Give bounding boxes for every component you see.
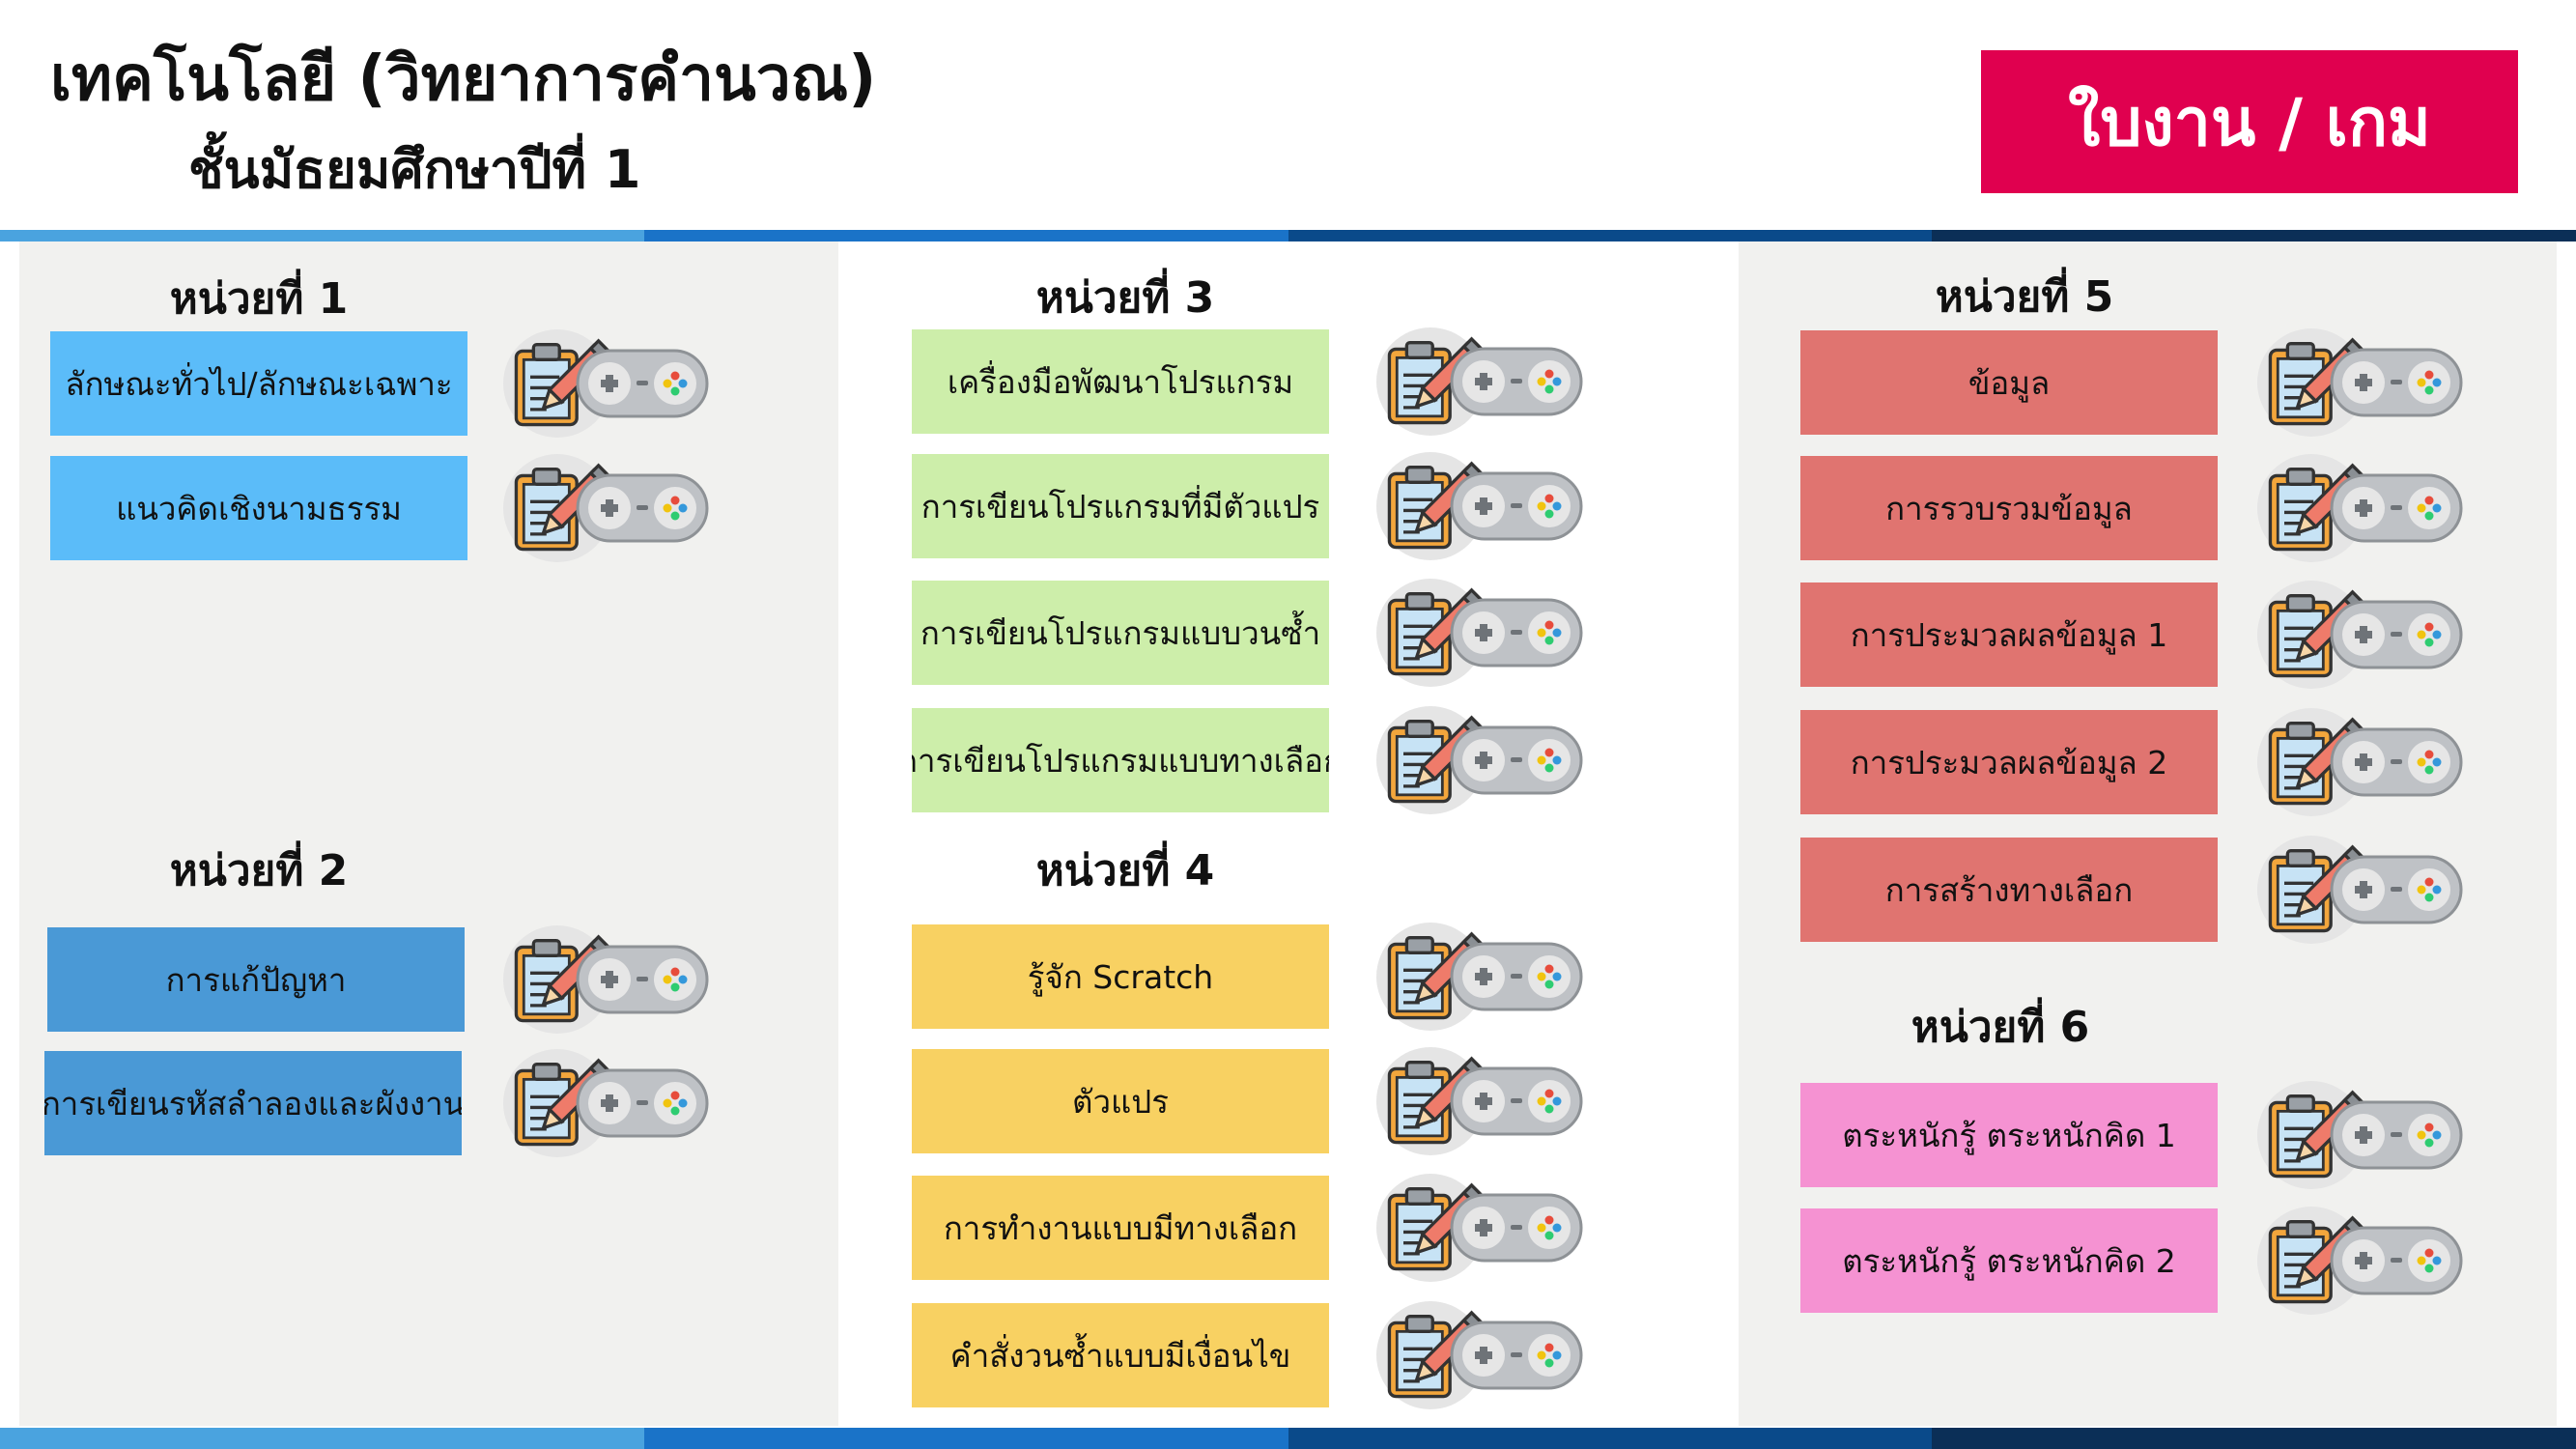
- unit-3-lesson-1[interactable]: เครื่องมือพัฒนาโปรแกรม: [912, 329, 1329, 434]
- gamepad-icon[interactable]: [2329, 1096, 2464, 1174]
- gamepad-icon[interactable]: [575, 345, 710, 422]
- unit-6-heading: หน่วยที่ 6: [1911, 1003, 2090, 1052]
- worksheet-icon[interactable]: [2257, 836, 2367, 944]
- unit-3-lesson-2[interactable]: การเขียนโปรแกรมที่มีตัวแปร: [912, 454, 1329, 558]
- gamepad-icon[interactable]: [2329, 469, 2464, 547]
- gamepad-icon[interactable]: [1449, 343, 1584, 420]
- unit-2-lesson-1[interactable]: การแก้ปัญหา: [47, 927, 465, 1032]
- unit-1-lesson-1[interactable]: ลักษณะทั่วไป/ลักษณะเฉพาะ: [50, 331, 467, 436]
- unit-4-lesson-3[interactable]: การทำงานแบบมีทางเลือก: [912, 1176, 1329, 1280]
- unit-4-lesson-2[interactable]: ตัวแปร: [912, 1049, 1329, 1153]
- gamepad-icon[interactable]: [1449, 1189, 1584, 1266]
- gamepad-icon[interactable]: [1449, 594, 1584, 671]
- unit-4-lesson-4[interactable]: คำสั่งวนซ้ำแบบมีเงื่อนไข: [912, 1303, 1329, 1407]
- unit-2-heading: หน่วยที่ 2: [169, 846, 349, 895]
- worksheet-icon[interactable]: [503, 454, 613, 562]
- unit-3-lesson-4[interactable]: การเขียนโปรแกรมแบบทางเลือก: [912, 708, 1329, 812]
- worksheet-icon[interactable]: [1376, 923, 1486, 1031]
- unit-6-lesson-2[interactable]: ตระหนักรู้ ตระหนักคิด 2: [1800, 1208, 2218, 1313]
- worksheet-icon[interactable]: [2257, 328, 2367, 437]
- bottom-divider-stripe: [0, 1428, 2576, 1449]
- worksheet-icon[interactable]: [503, 925, 613, 1034]
- unit-5-heading: หน่วยที่ 5: [1935, 272, 2114, 322]
- unit-5-lesson-3[interactable]: การประมวลผลข้อมูล 1: [1800, 582, 2218, 687]
- page-subtitle: ชั้นมัธยมศึกษาปีที่ 1: [188, 139, 641, 200]
- worksheet-icon[interactable]: [1376, 452, 1486, 560]
- worksheet-icon[interactable]: [1376, 1047, 1486, 1155]
- unit-3-lesson-3[interactable]: การเขียนโปรแกรมแบบวนซ้ำ: [912, 581, 1329, 685]
- unit-6-lesson-1[interactable]: ตระหนักรู้ ตระหนักคิด 1: [1800, 1083, 2218, 1187]
- gamepad-icon[interactable]: [1449, 1063, 1584, 1140]
- gamepad-icon[interactable]: [2329, 1222, 2464, 1299]
- page-title: เทคโนโลยี (วิทยาการคำนวณ): [50, 43, 877, 115]
- unit-4-heading: หน่วยที่ 4: [1035, 846, 1215, 895]
- unit-5-lesson-1[interactable]: ข้อมูล: [1800, 330, 2218, 435]
- gamepad-icon[interactable]: [575, 941, 710, 1018]
- unit-1-lesson-2[interactable]: แนวคิดเชิงนามธรรม: [50, 456, 467, 560]
- gamepad-icon[interactable]: [2329, 596, 2464, 673]
- unit-3-heading: หน่วยที่ 3: [1035, 273, 1215, 323]
- gamepad-icon[interactable]: [2329, 851, 2464, 928]
- gamepad-icon[interactable]: [1449, 1317, 1584, 1394]
- column-left: [19, 242, 838, 1426]
- header: เทคโนโลยี (วิทยาการคำนวณ) ชั้นมัธยมศึกษา…: [0, 0, 2576, 230]
- unit-5-lesson-2[interactable]: การรวบรวมข้อมูล: [1800, 456, 2218, 560]
- gamepad-icon[interactable]: [1449, 938, 1584, 1015]
- gamepad-icon[interactable]: [575, 469, 710, 547]
- worksheet-game-badge[interactable]: ใบงาน / เกม: [1981, 50, 2518, 193]
- gamepad-icon[interactable]: [1449, 722, 1584, 799]
- gamepad-icon[interactable]: [1449, 468, 1584, 545]
- top-divider-stripe: [0, 230, 2576, 242]
- worksheet-icon[interactable]: [2257, 581, 2367, 689]
- gamepad-icon[interactable]: [2329, 724, 2464, 801]
- unit-4-lesson-1[interactable]: รู้จัก Scratch: [912, 924, 1329, 1029]
- worksheet-icon[interactable]: [503, 1049, 613, 1157]
- unit-5-lesson-4[interactable]: การประมวลผลข้อมูล 2: [1800, 710, 2218, 814]
- gamepad-icon[interactable]: [575, 1065, 710, 1142]
- unit-1-heading: หน่วยที่ 1: [169, 274, 349, 324]
- unit-2-lesson-2[interactable]: การเขียนรหัสลำลองและผังงาน: [44, 1051, 462, 1155]
- unit-5-lesson-5[interactable]: การสร้างทางเลือก: [1800, 838, 2218, 942]
- gamepad-icon[interactable]: [2329, 344, 2464, 421]
